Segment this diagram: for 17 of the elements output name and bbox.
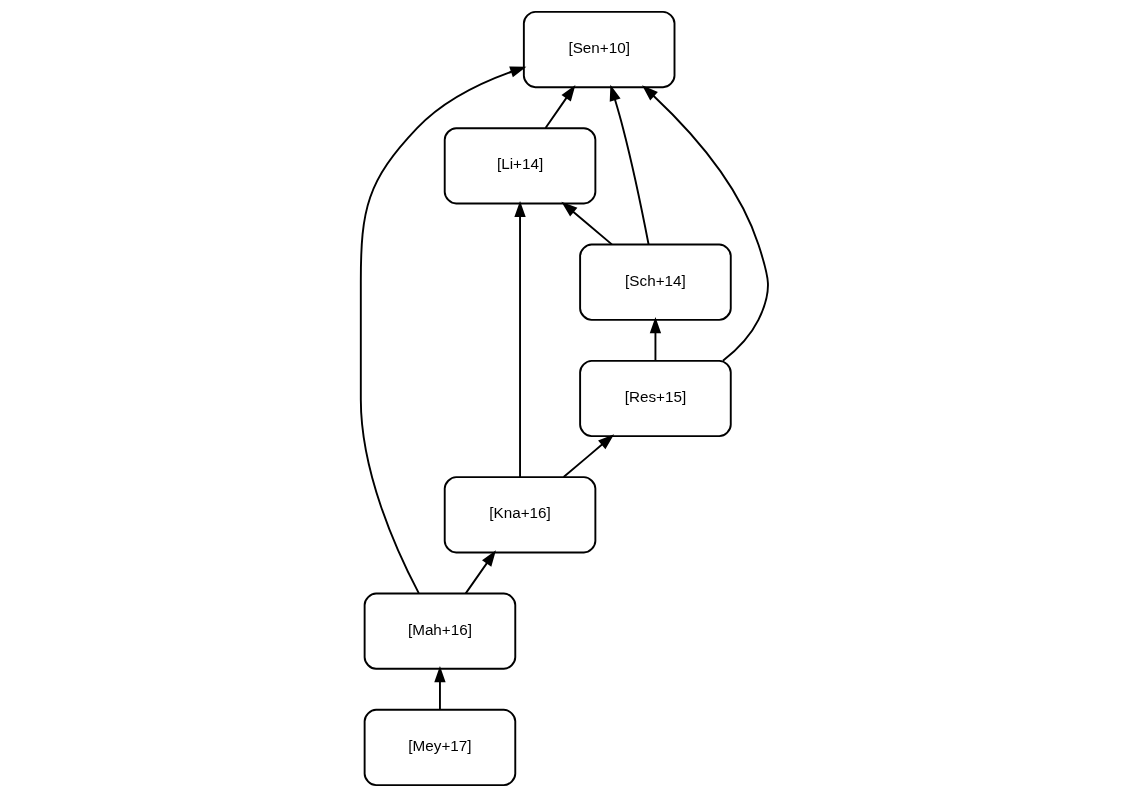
node-box: [Mey+17] xyxy=(363,708,517,787)
arrow xyxy=(562,434,615,478)
arrow xyxy=(609,84,650,246)
node-box: [Mah+16] xyxy=(363,592,517,670)
arrow xyxy=(544,84,576,130)
node-box: [Sen+10] xyxy=(522,10,676,89)
arrow xyxy=(464,550,496,595)
arrow xyxy=(434,666,446,711)
arrow xyxy=(642,85,769,362)
arrow xyxy=(514,200,526,478)
node-box: [Sch+14] xyxy=(579,243,732,321)
arrow xyxy=(561,201,613,246)
arrow xyxy=(649,317,662,362)
arrow xyxy=(359,66,527,595)
node-box: [Li+14] xyxy=(443,127,597,205)
node-box: [Res+15] xyxy=(579,359,732,438)
node-box: [Kna+16] xyxy=(443,476,597,554)
